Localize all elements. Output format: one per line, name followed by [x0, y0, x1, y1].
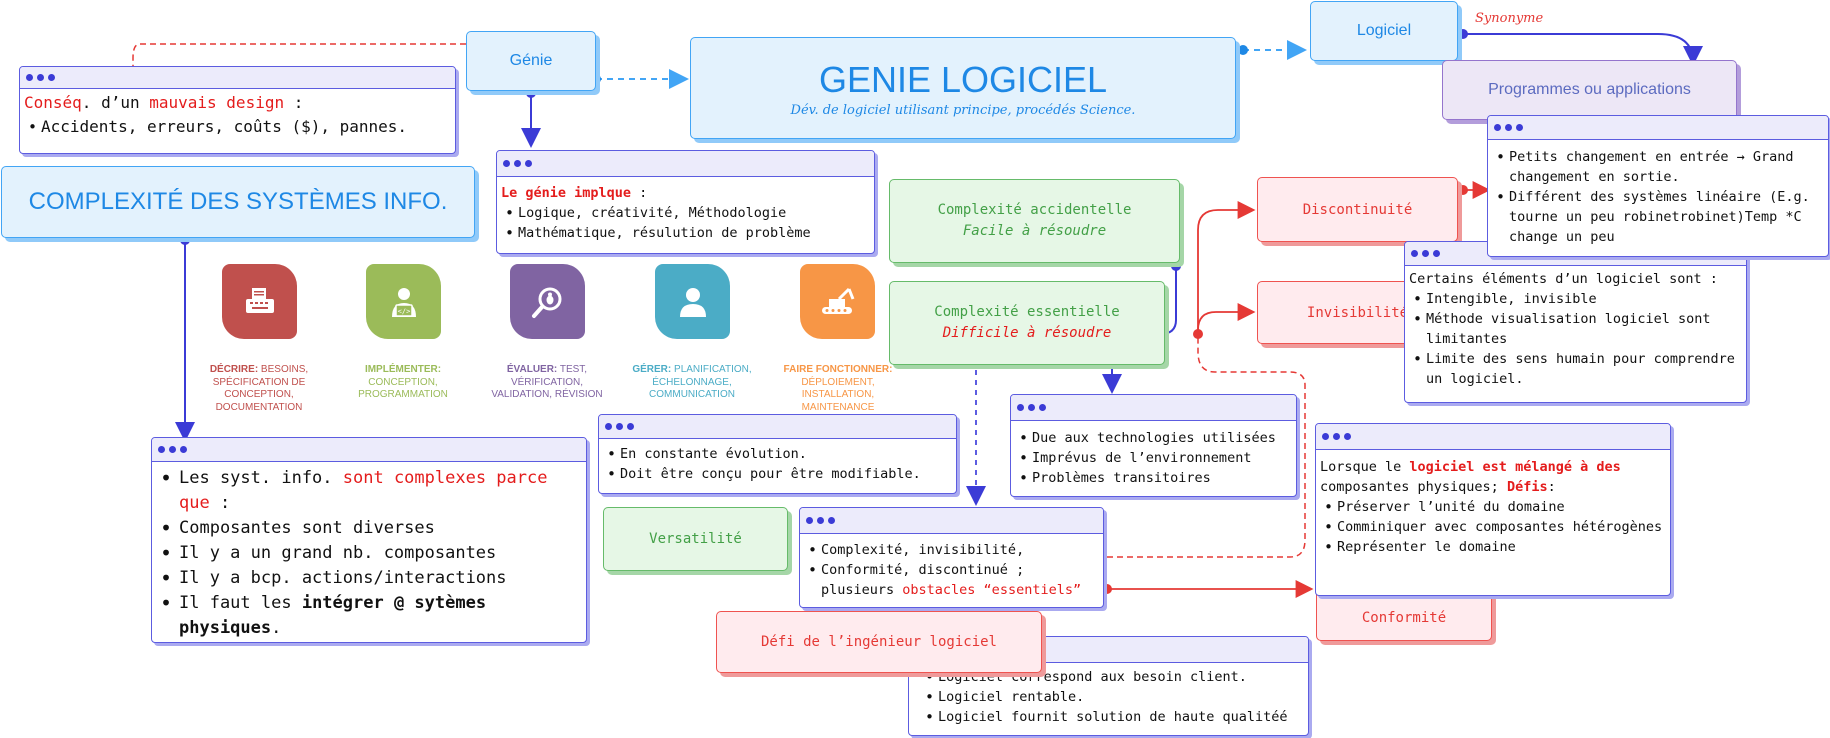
window-bar — [1316, 424, 1670, 450]
element-item: Limite des sens humain pour comprendre u… — [1409, 349, 1742, 389]
accidentelle-node[interactable]: Complexité accidentelle Facile à résoudr… — [889, 179, 1180, 263]
defi-item: Logiciel correspond aux besoin client. — [921, 667, 1304, 687]
physique-card: Lorsque le logiciel est mélangé à des co… — [1315, 423, 1671, 596]
physique-line1: Lorsque le logiciel est mélangé à des — [1320, 459, 1621, 475]
evolution-item: Doit être conçu pour être modifiable. — [603, 464, 952, 484]
defi-label: Défi de l’ingénieur logiciel — [760, 634, 997, 650]
versatilite-label: Versatilité — [649, 530, 742, 547]
icon-caption: GÉRER: PLANIFICATION, ÉCHELONNAGE, COMMU… — [632, 364, 752, 400]
syst-item: Il y a un grand nb. composantes — [156, 541, 582, 566]
genie-implique-item: Mathématique, résulution de problème — [501, 223, 870, 243]
changement-item: Petits changement en entrée → Grand chan… — [1492, 147, 1824, 187]
discontinuite-node[interactable]: Discontinuité — [1257, 177, 1458, 242]
defi-item: Logiciel rentable. — [921, 687, 1304, 707]
physique-item: Représenter le domaine — [1320, 537, 1666, 557]
syst-complexes-card: Les syst. info. sont complexes parce que… — [151, 437, 587, 643]
developer-icon: </> — [366, 264, 441, 339]
logiciel-node[interactable]: Logiciel — [1310, 1, 1458, 61]
synonym-label: Synonyme — [1475, 11, 1544, 26]
changement-card: Petits changement en entrée → Grand chan… — [1487, 115, 1829, 257]
cause-item: Imprévus de l’environnement — [1015, 448, 1292, 468]
conseq-line: Conséq. d’un mauvais design : — [24, 93, 304, 112]
icon-caption: FAIRE FONCTIONNER: DÉPLOIEMENT, INSTALLA… — [783, 364, 893, 413]
printer-icon — [222, 264, 297, 339]
cause-item: Problèmes transitoires — [1015, 468, 1292, 488]
invisibilite-label: Invisibilité — [1306, 304, 1409, 321]
defi-item: Logiciel fournit solution de haute quali… — [921, 707, 1304, 727]
defi-node[interactable]: Défi de l’ingénieur logiciel — [716, 611, 1042, 673]
genie-implique-item: Logique, créativité, Méthodologie — [501, 203, 870, 223]
main-title: GENIE LOGICIEL — [818, 58, 1108, 100]
essentielle-node[interactable]: Complexité essentielle Difficile à résou… — [889, 281, 1165, 365]
svg-text:</>: </> — [397, 307, 410, 315]
essentielle-title: Complexité essentielle — [934, 304, 1120, 320]
changement-item: Différent des systèmes linéaire (E.g. to… — [1492, 187, 1824, 247]
icon-caption: IMPLÉMENTER: CONCEPTION, PROGRAMMATION — [358, 364, 448, 400]
genie-implique-card: Le génie implque : Logique, créativité, … — [496, 150, 875, 254]
conseq-card: Conséq. d’un mauvais design : Accidents,… — [19, 66, 456, 154]
accidentelle-title: Complexité accidentelle — [937, 202, 1132, 218]
physique-item: Comminiquer avec composantes hétérogènes — [1320, 517, 1666, 537]
programmes-label: Programmes ou applications — [1488, 81, 1691, 98]
window-bar — [497, 151, 874, 177]
element-item: Méthode visualisation logiciel sont limi… — [1409, 309, 1742, 349]
obstacles-card: Complexité, invisibilité, Conformité, di… — [799, 507, 1104, 608]
discontinuite-label: Discontinuité — [1302, 201, 1413, 218]
elements-title: Certains éléments d’un logiciel sont : — [1409, 271, 1718, 287]
icon-caption: DÉCRIRE: BESOINS, SPÉCIFICATION DE CONCE… — [209, 364, 309, 413]
obstacle-item: Complexité, invisibilité, — [804, 540, 1099, 560]
window-bar — [20, 67, 455, 89]
physique-line2: composantes physiques; Défis: — [1320, 479, 1556, 495]
window-bar — [800, 508, 1103, 534]
complexite-title: COMPLEXITÉ DES SYSTÈMES INFO. — [28, 188, 448, 215]
syst-item: Composantes sont diverses — [156, 516, 582, 541]
genie-implique-title: Le génie implque : — [501, 185, 648, 201]
essentielle-subtitle: Difficile à résoudre — [942, 325, 1112, 341]
evolution-item: En constante évolution. — [603, 444, 952, 464]
crane-icon — [800, 264, 875, 339]
window-bar — [152, 438, 586, 462]
accidentelle-subtitle: Facile à résoudre — [962, 223, 1107, 239]
logiciel-label: Logiciel — [1356, 22, 1412, 39]
main-subtitle: Dév. de logiciel utilisant principe, pro… — [790, 102, 1136, 118]
complexite-node[interactable]: COMPLEXITÉ DES SYSTÈMES INFO. — [1, 166, 475, 238]
evolution-card: En constante évolution. Doit être conçu … — [598, 414, 957, 494]
versatilite-node[interactable]: Versatilité — [603, 507, 788, 571]
syst-item: Il faut les intégrer @ sytèmes physiques… — [156, 591, 582, 641]
window-bar — [1011, 395, 1296, 421]
syst-item: Il y a bcp. actions/interactions — [156, 566, 582, 591]
genie-label: Génie — [509, 52, 553, 69]
bug-search-icon — [510, 264, 585, 339]
obstacle-item: Conformité, discontinué ; plusieurs obst… — [804, 560, 1099, 600]
genie-node[interactable]: Génie — [466, 31, 596, 91]
syst-item: Les syst. info. sont complexes parce que… — [156, 466, 582, 516]
programmes-node[interactable]: Programmes ou applications — [1442, 60, 1737, 120]
conseq-item: Accidents, erreurs, coûts ($), pannes. — [24, 115, 451, 139]
window-bar — [599, 415, 956, 439]
window-bar — [1488, 116, 1828, 140]
conformite-label: Conformité — [1361, 610, 1447, 626]
elements-card: Certains éléments d’un logiciel sont : I… — [1404, 241, 1747, 403]
cause-item: Due aux technologies utilisées — [1015, 428, 1292, 448]
user-icon — [655, 264, 730, 339]
physique-item: Préserver l’unité du domaine — [1320, 497, 1666, 517]
causes-card: Due aux technologies utilisées Imprévus … — [1010, 394, 1297, 497]
element-item: Intengible, invisible — [1409, 289, 1742, 309]
icon-caption: ÉVALUER: TEST, VÉRIFICATION, VALIDATION,… — [491, 364, 603, 400]
genie-logiciel-node[interactable]: GENIE LOGICIEL Dév. de logiciel utilisan… — [690, 37, 1236, 139]
